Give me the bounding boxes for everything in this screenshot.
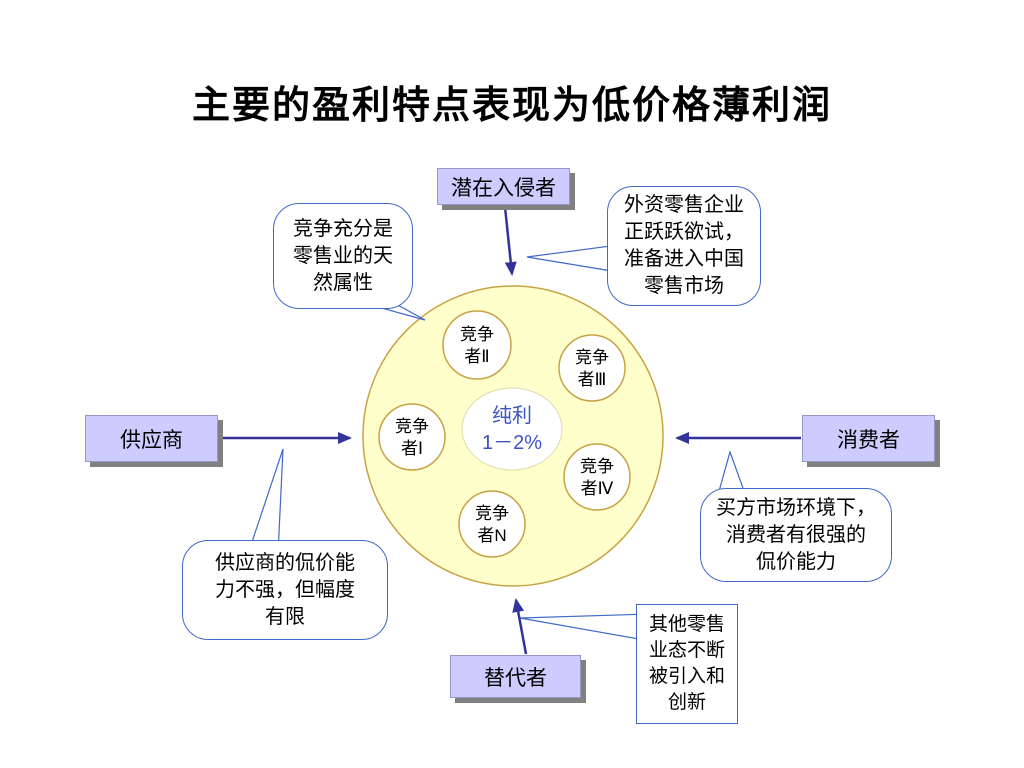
competitor-circle-3 xyxy=(558,334,626,402)
competitor-1-label: 竞争 者Ⅰ xyxy=(395,417,429,458)
competitor-circle-1 xyxy=(378,403,446,471)
competitor-circle-4 xyxy=(563,443,631,511)
force-box-substitutes: 替代者 xyxy=(450,655,581,698)
entrant-arrow xyxy=(503,206,517,276)
competitor-circle-n xyxy=(458,490,526,558)
slide-title: 主要的盈利特点表现为低价格薄利润 xyxy=(191,85,832,127)
substitute-arrow xyxy=(512,598,528,655)
foreign-entry-callout: 外资零售企业 正跃跃欲试， 准备进入中国 零售市场 xyxy=(607,186,761,306)
supplier-callout-tail xyxy=(247,448,284,555)
substitutes-callout: 其他零售 业态不断 被引入和 创新 xyxy=(636,604,738,724)
supplier-power-callout: 供应商的侃价能 力不强，但幅度 有限 xyxy=(182,540,388,640)
profit-ellipse xyxy=(461,387,563,471)
force-box-potential-entrants: 潜在入侵者 xyxy=(437,168,570,205)
competitor-2-label: 竞争 者Ⅱ xyxy=(460,325,494,366)
foreign-entry-callout-tail xyxy=(526,244,619,273)
net-profit-label: 纯利 1－2% xyxy=(481,405,543,454)
competition-callout: 竞争充分是 零售业的天 然属性 xyxy=(273,203,413,309)
substitutes-callout-tail xyxy=(519,613,651,642)
competitor-4-label: 竞争 者Ⅳ xyxy=(580,457,614,498)
force-box-suppliers: 供应商 xyxy=(85,415,218,462)
competitor-n-label: 竞争 者N xyxy=(475,504,509,545)
competitor-3-label: 竞争 者Ⅲ xyxy=(575,348,609,389)
force-box-consumers: 消费者 xyxy=(802,415,935,462)
competitor-circle-2 xyxy=(442,310,512,380)
buyer-power-callout: 买方市场环境下， 消费者有很强的 侃价能力 xyxy=(700,488,892,582)
